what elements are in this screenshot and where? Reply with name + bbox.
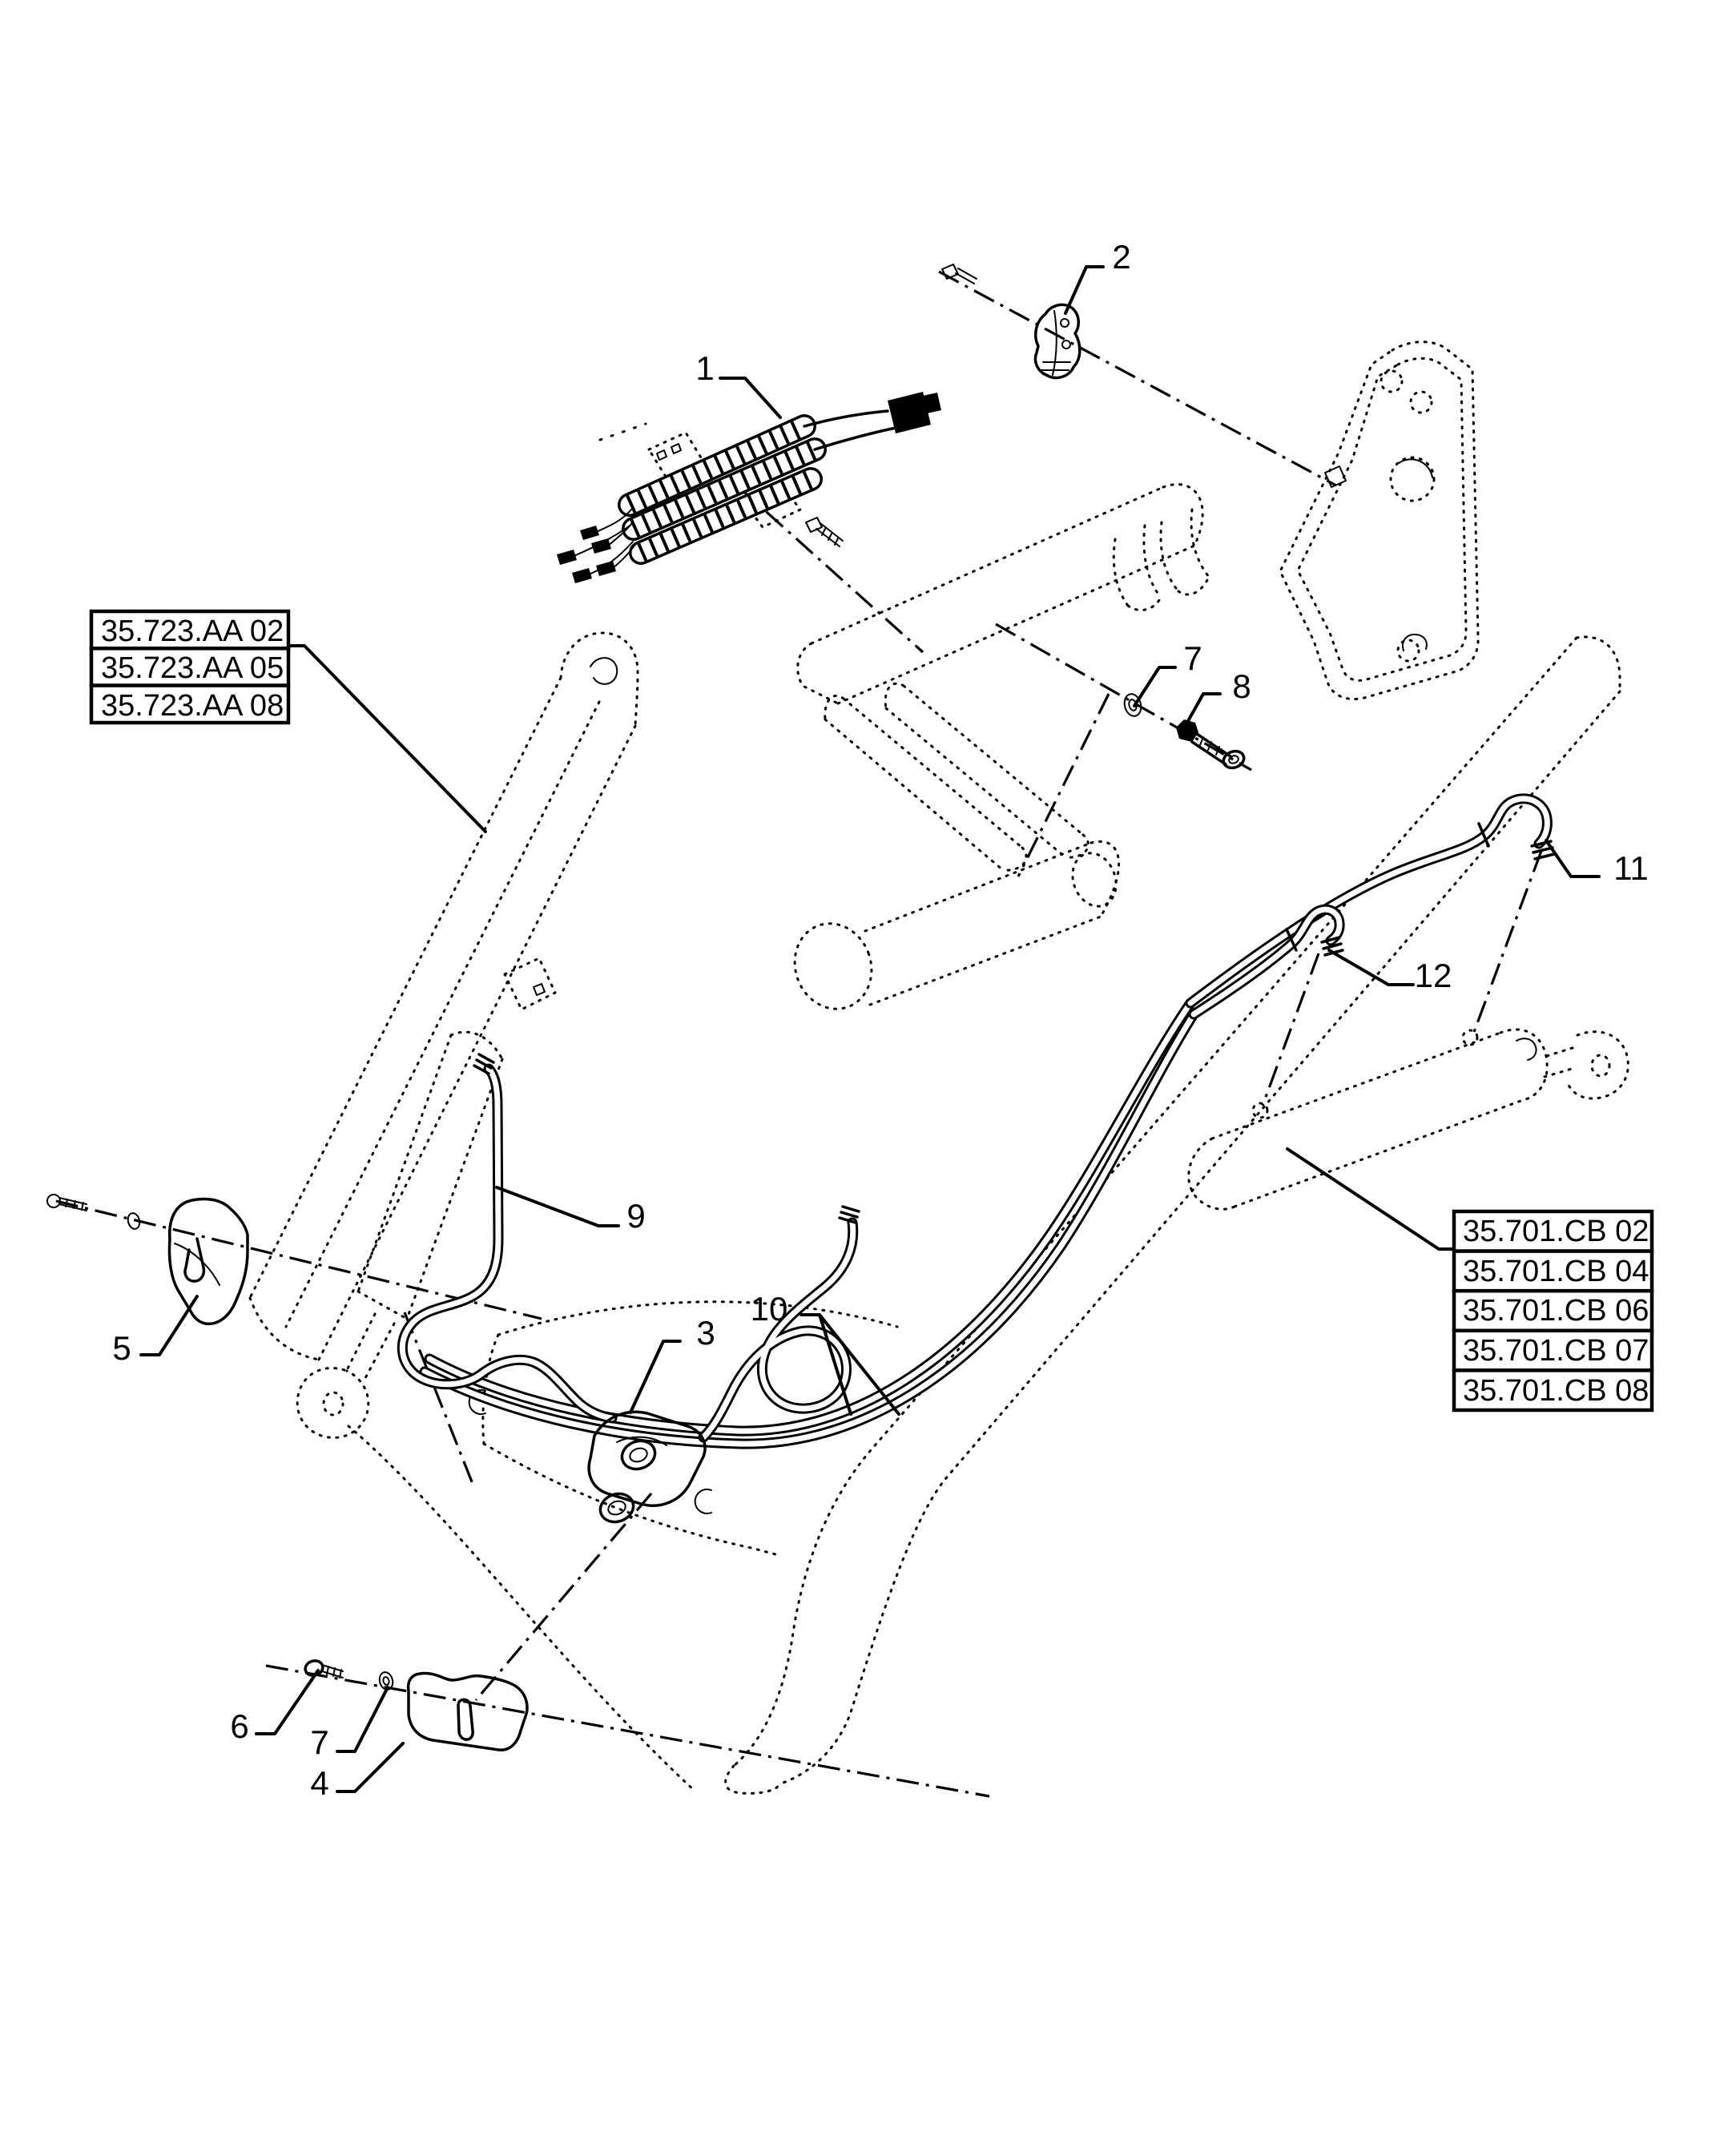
ref-label[interactable]: 35.701.CB 06 [1463, 1294, 1649, 1328]
ref-link-35701CB08[interactable] [1452, 1368, 1654, 1413]
harness-screw [805, 517, 844, 547]
ref-box-right-leader [1286, 1147, 1455, 1251]
callout-11[interactable]: 11 [1613, 849, 1649, 887]
boom-nose-hook [590, 657, 618, 685]
callout-1[interactable]: 1 [695, 349, 714, 387]
part-8-bolt [1176, 719, 1246, 770]
callout-8[interactable]: 8 [1232, 667, 1251, 705]
callout-2[interactable]: 2 [1112, 238, 1130, 276]
callout-3[interactable]: 3 [696, 1314, 715, 1352]
hose-bundle [419, 997, 1199, 1449]
callout-7-upper[interactable]: 7 [1183, 639, 1202, 677]
ref-label[interactable]: 35.701.CB 04 [1463, 1255, 1649, 1288]
ref-label[interactable]: 35.701.CB 08 [1463, 1374, 1649, 1408]
ref-link-35723AA08[interactable] [89, 683, 291, 725]
harness-plug [596, 561, 616, 576]
part-4-guard [406, 1671, 529, 1751]
part-2-clamp [941, 264, 1081, 380]
ref-link-35701CB02[interactable] [1452, 1209, 1654, 1253]
callout-12[interactable]: 12 [1415, 957, 1452, 994]
ref-label[interactable]: 35.723.AA 08 [101, 689, 284, 723]
harness-plug [591, 538, 611, 554]
part-5-guard [46, 1194, 249, 1326]
part-12-hose [1188, 904, 1345, 1020]
part-10-hoses [698, 1205, 860, 1443]
callout-10[interactable]: 10 [751, 1290, 788, 1328]
harness-connector [888, 392, 931, 433]
hose-10-fitting [838, 1205, 860, 1224]
clamp-screw [941, 264, 977, 284]
part-3-clamp [587, 1410, 707, 1524]
leader-lines [139, 265, 1601, 1793]
part-9-hose [397, 1053, 618, 1424]
guard-washer [127, 1212, 141, 1230]
harness-plug [572, 568, 592, 583]
ref-box-left-leader [288, 644, 487, 833]
callout-6[interactable]: 6 [230, 1707, 248, 1745]
phantom-frame [248, 341, 1629, 1795]
hose-9-fitting [473, 1053, 495, 1075]
callout-4[interactable]: 4 [310, 1764, 328, 1802]
ref-box-right: 35.701.CB 02 35.701.CB 04 35.701.CB 06 3… [1452, 1209, 1654, 1413]
ref-label[interactable]: 35.723.AA 02 [101, 615, 284, 648]
centerlines [55, 270, 1543, 1798]
callout-5[interactable]: 5 [112, 1329, 131, 1367]
guard-screw [46, 1194, 87, 1211]
harness-plug [557, 550, 577, 565]
ref-box-left: 35.723.AA 02 35.723.AA 05 35.723.AA 08 [89, 609, 291, 725]
ref-link-35723AA05[interactable] [89, 647, 291, 687]
part-11-hose [1185, 793, 1556, 1009]
hose-11-fitting [1530, 840, 1556, 860]
ref-label[interactable]: 35.723.AA 05 [101, 651, 284, 685]
ref-link-35701CB07[interactable] [1452, 1328, 1654, 1372]
ref-link-35701CB04[interactable] [1452, 1249, 1654, 1293]
ref-label[interactable]: 35.701.CB 07 [1463, 1334, 1649, 1368]
harness-plug [580, 526, 599, 540]
callout-labels: 1 2 3 4 5 6 7 7 8 9 10 11 12 [112, 238, 1648, 1802]
callout-9[interactable]: 9 [626, 1197, 645, 1235]
ref-label[interactable]: 35.701.CB 02 [1463, 1215, 1649, 1248]
part-1-harness [557, 392, 941, 583]
callout-7-lower[interactable]: 7 [310, 1723, 328, 1761]
plate-hook [1402, 633, 1428, 651]
